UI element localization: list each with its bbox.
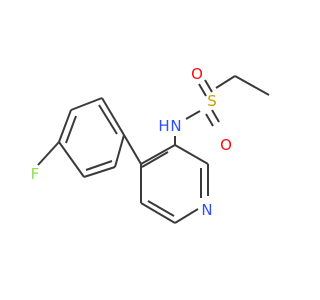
bond-ethyl-ch3-ch2 — [234, 75, 270, 96]
bond-ch2-sulfur — [215, 75, 236, 89]
bond-sulfur-nitrogen — [185, 110, 201, 120]
atom-label-layer: O S O N H N F — [31, 65, 232, 219]
bond-sulfur-oxygen-upper-a — [204, 79, 213, 93]
atom-hydrogen-amide: H — [158, 117, 169, 135]
bond-phenyl-c3-c4 — [58, 109, 72, 143]
atom-fluorine: F — [31, 165, 40, 183]
bond-phenyl-c6-c1 — [114, 134, 125, 168]
atom-oxygen-lower: O — [220, 136, 232, 154]
bond-sulfur-oxygen-upper-b — [198, 83, 207, 97]
atom-sulfur: S — [207, 92, 217, 110]
atom-oxygen-upper: O — [191, 65, 203, 83]
bond-phenyl-c5-c6-inner — [85, 160, 113, 171]
bond-pyridine-c3-c4-inner — [141, 151, 169, 168]
atom-nitrogen-pyridine: N — [201, 201, 212, 219]
molecule-structure: O S O N H N F — [31, 65, 270, 224]
bond-phenyl-c1-c2-inner — [98, 104, 118, 135]
bond-phenyl-c4-c5 — [58, 141, 85, 178]
bond-sulfur-oxygen-lower-b — [205, 113, 214, 127]
bond-pyridine-c5-c6-inner — [147, 200, 175, 217]
bond-sulfur-oxygen-lower-a — [211, 109, 220, 123]
bond-pyridine-c6-n — [174, 208, 199, 224]
bond-pyridine-c2-c3 — [174, 144, 209, 165]
bond-pyridine-c4-phenyl — [123, 134, 142, 165]
bond-phenyl-c2-c3 — [70, 97, 103, 111]
bond-phenyl-fluorine — [37, 141, 60, 166]
bond-pyridine-c3-c4 — [140, 144, 176, 165]
bond-phenyl-c3-c4-inner — [65, 115, 77, 144]
bond-phenyl-c1-c2 — [101, 97, 125, 136]
bond-layer — [37, 75, 270, 224]
atom-nitrogen-amide: N — [170, 117, 181, 135]
bond-pyridine-c5-c6 — [140, 202, 176, 224]
bond-phenyl-c5-c6 — [83, 166, 116, 178]
